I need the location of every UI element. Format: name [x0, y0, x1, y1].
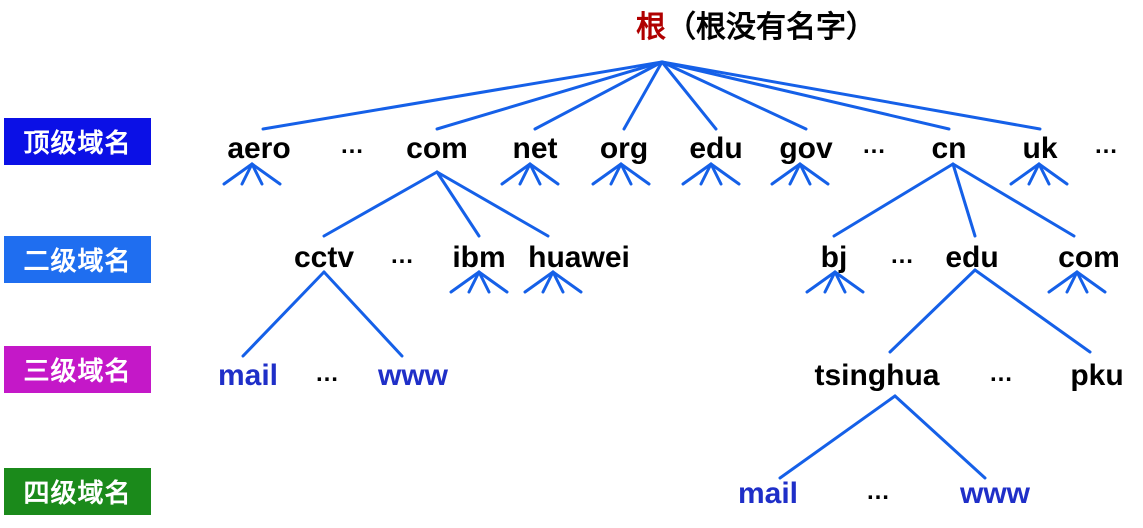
- com-edge: [435, 170, 481, 238]
- cctv-edge: [241, 270, 326, 358]
- tld-ellipsis: …: [340, 132, 364, 159]
- fan-edge: [805, 270, 837, 294]
- third-tsinghua: tsinghua: [814, 359, 940, 392]
- third-ellipsis: …: [989, 360, 1013, 387]
- fan-edge: [240, 162, 254, 186]
- sld-bj: bj: [820, 241, 848, 274]
- fan-edge: [798, 162, 830, 186]
- fan-edge: [222, 162, 254, 186]
- root-char: 根: [636, 10, 666, 45]
- tld-org: org: [599, 132, 649, 165]
- sld-cctv: cctv: [293, 241, 355, 274]
- tld-aero: aero: [227, 132, 291, 165]
- fan-edge: [477, 270, 509, 294]
- fan-edge: [798, 162, 812, 186]
- host-mail: mail: [737, 477, 799, 510]
- fan-edge: [1009, 162, 1041, 186]
- fan-edge: [541, 270, 555, 294]
- sld-ellipsis: …: [890, 242, 914, 269]
- fan-edge: [250, 162, 264, 186]
- fan-edge: [1047, 270, 1079, 294]
- fan-edge: [449, 270, 481, 294]
- fan-edge: [250, 162, 282, 186]
- root-edge: [622, 60, 664, 131]
- level-label-top: 顶级域名: [4, 118, 151, 165]
- tld-net: net: [512, 132, 558, 165]
- root-edge: [660, 60, 808, 131]
- tld-gov: gov: [779, 132, 833, 165]
- level-label-second: 二级域名: [4, 236, 151, 283]
- tld-cn: cn: [931, 132, 967, 165]
- fan-edge: [619, 162, 651, 186]
- tld-ellipsis: …: [862, 132, 886, 159]
- fan-edge: [770, 162, 802, 186]
- host-www: www: [959, 477, 1031, 510]
- fan-edge: [833, 270, 865, 294]
- fan-edge: [823, 270, 837, 294]
- fan-edge: [551, 270, 565, 294]
- cn-edge: [951, 162, 1076, 238]
- fan-edge: [699, 162, 713, 186]
- fan-edge: [518, 162, 532, 186]
- level-label-fourth: 四级域名: [4, 468, 151, 515]
- level-label-third: 三级域名: [4, 346, 151, 393]
- fan-edge: [833, 270, 847, 294]
- edu-edge: [888, 268, 977, 354]
- host-mail: mail: [217, 359, 279, 392]
- root-edge: [261, 60, 664, 131]
- sld-edu: edu: [945, 241, 999, 274]
- fan-edge: [1027, 162, 1041, 186]
- fourth-ellipsis: …: [866, 478, 890, 505]
- fan-edge: [528, 162, 542, 186]
- sld-huawei: huawei: [528, 241, 630, 274]
- root-note: （根没有名字）: [666, 10, 876, 45]
- fan-edge: [619, 162, 633, 186]
- fan-edge: [551, 270, 583, 294]
- com-edge: [435, 170, 550, 238]
- tsinghua-edge: [893, 394, 987, 480]
- cctv-edge: [322, 270, 404, 358]
- fan-edge: [1075, 270, 1089, 294]
- root-edge: [533, 60, 664, 131]
- fan-edge: [500, 162, 532, 186]
- fan-edge: [788, 162, 802, 186]
- tld-edu: edu: [689, 132, 743, 165]
- tld-ellipsis: …: [1094, 132, 1118, 159]
- fan-edge: [467, 270, 481, 294]
- tld-com: com: [406, 132, 468, 165]
- fan-edge: [477, 270, 491, 294]
- fan-edge: [528, 162, 560, 186]
- fan-edge: [709, 162, 723, 186]
- com-edge: [322, 170, 439, 238]
- root-edge: [660, 60, 1042, 131]
- root-node: 根（根没有名字）: [636, 13, 876, 43]
- fan-edge: [609, 162, 623, 186]
- fan-edge: [681, 162, 713, 186]
- root-edge: [435, 60, 664, 131]
- sld-com: com: [1058, 241, 1120, 274]
- fan-edge: [1037, 162, 1051, 186]
- fan-edge: [1065, 270, 1079, 294]
- fan-edge: [1037, 162, 1069, 186]
- root-edge: [660, 60, 951, 131]
- third-pku: pku: [1070, 359, 1124, 392]
- cn-edge: [951, 162, 977, 238]
- tsinghua-edge: [778, 394, 897, 480]
- cn-edge: [832, 162, 955, 238]
- fan-edge: [591, 162, 623, 186]
- tld-uk: uk: [1022, 132, 1058, 165]
- fan-edge: [709, 162, 741, 186]
- edu-edge: [973, 268, 1092, 354]
- host-www: www: [377, 359, 449, 392]
- root-edge: [660, 60, 718, 131]
- fan-edge: [1075, 270, 1107, 294]
- third-ellipsis: …: [315, 360, 339, 387]
- fan-edge: [523, 270, 555, 294]
- sld-ibm: ibm: [452, 241, 506, 274]
- sld-ellipsis: …: [390, 242, 414, 269]
